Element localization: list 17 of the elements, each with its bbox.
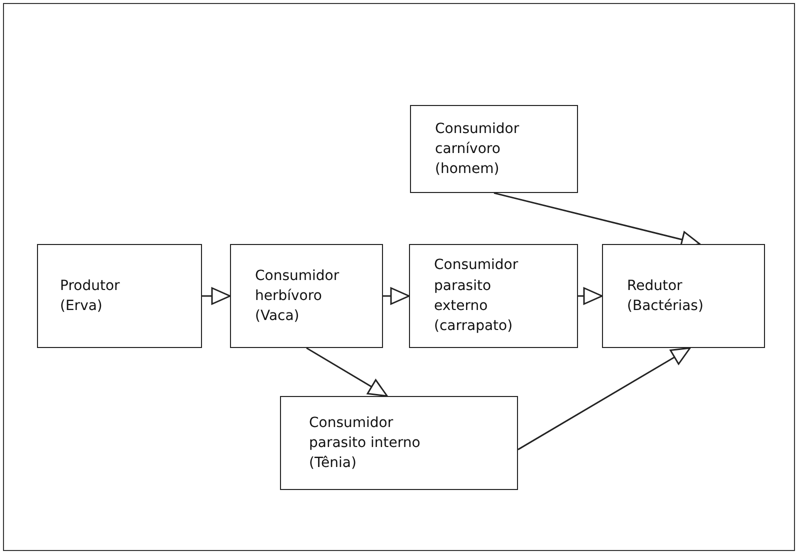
arrow (578, 287, 603, 305)
process-box (410, 105, 578, 193)
process-box (37, 244, 202, 348)
process-box (602, 244, 765, 348)
box-label: Consumidor carnívoro (homem) (435, 120, 520, 180)
process-box (280, 396, 518, 490)
box-label: Produtor (Erva) (60, 276, 121, 316)
arrow (306, 347, 388, 397)
arrow (518, 347, 691, 450)
process-box (230, 244, 383, 348)
arrow (202, 287, 231, 305)
box-label: Redutor (Bactérias) (627, 276, 704, 316)
process-box (409, 244, 578, 348)
arrow (383, 287, 410, 305)
box-label: Consumidor parasito externo (carrapato) (434, 256, 520, 336)
box-label: Consumidor herbívoro (Vaca) (255, 266, 340, 326)
box-label: Consumidor parasito interno (Tênia) (309, 414, 422, 474)
